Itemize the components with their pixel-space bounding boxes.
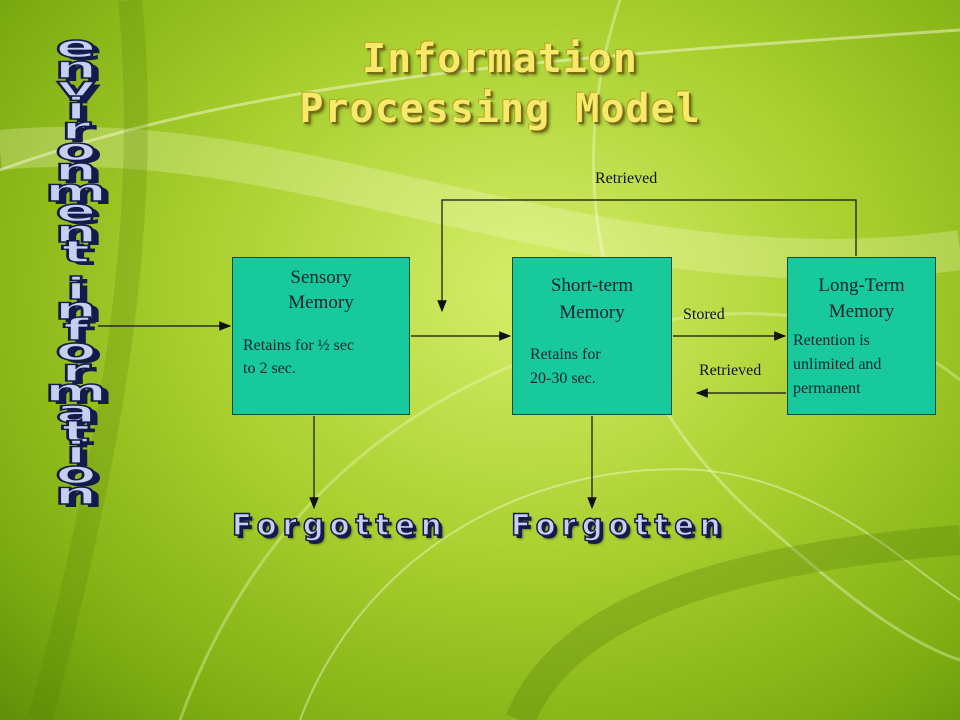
sensory-note-2: to 2 sec. xyxy=(243,360,296,377)
side-letter: m xyxy=(43,374,108,409)
title-line-2: Processing Model xyxy=(299,86,701,132)
short-term-title-1: Short-term xyxy=(550,275,634,296)
side-letter: n xyxy=(53,292,99,327)
label-retrieved-bottom: Retrieved xyxy=(699,362,762,379)
side-letter: f xyxy=(62,312,91,348)
short-term-memory-box: Short-term Memory Retains for 20-30 sec. xyxy=(512,257,672,415)
long-term-memory-box: Long-Term Memory Retention is unlimited … xyxy=(787,257,936,415)
long-term-title-2: Memory xyxy=(828,301,895,322)
side-letter: o xyxy=(54,456,98,491)
label-retrieved-top: Retrieved xyxy=(595,170,658,187)
side-letter: t xyxy=(60,235,91,270)
side-letter: e xyxy=(54,30,98,65)
side-letter: v xyxy=(55,71,97,106)
side-letter: n xyxy=(53,50,99,86)
long-term-note-2: unlimited and xyxy=(793,356,882,373)
side-letter: n xyxy=(53,153,99,188)
side-letter: e xyxy=(54,194,98,229)
short-term-note-1: Retains for xyxy=(530,346,601,363)
short-term-title-2: Memory xyxy=(559,302,625,323)
side-letter: r xyxy=(60,353,92,389)
short-term-note-2: 20-30 sec. xyxy=(530,370,596,387)
side-letter: n xyxy=(53,214,99,250)
side-letter: t xyxy=(60,415,91,450)
side-letter: a xyxy=(54,394,97,430)
long-term-note-1: Retention is xyxy=(793,332,870,349)
long-term-title-1: Long-Term xyxy=(818,275,905,296)
title-line-1: Information xyxy=(362,36,638,82)
side-letter: o xyxy=(54,333,98,368)
side-letter: o xyxy=(54,132,98,168)
sensory-memory-box: Sensory Memory Retains for ½ sec to 2 se… xyxy=(232,257,410,415)
side-letter: i xyxy=(64,91,87,127)
sensory-title-2: Memory xyxy=(288,292,354,313)
forgotten-label-right: Forgotten xyxy=(510,507,727,543)
side-letter: m xyxy=(43,173,108,209)
side-letter: i xyxy=(64,271,87,307)
side-letter: i xyxy=(64,435,87,471)
arrow-retrieved-top xyxy=(437,199,857,313)
long-term-note-3: permanent xyxy=(793,380,861,397)
sensory-note-1: Retains for ½ sec xyxy=(243,337,355,354)
label-stored: Stored xyxy=(683,306,725,323)
side-letter: r xyxy=(60,112,92,147)
forgotten-label-left: Forgotten xyxy=(231,507,448,543)
sensory-title-1: Sensory xyxy=(290,267,352,288)
side-letter: n xyxy=(53,476,99,512)
